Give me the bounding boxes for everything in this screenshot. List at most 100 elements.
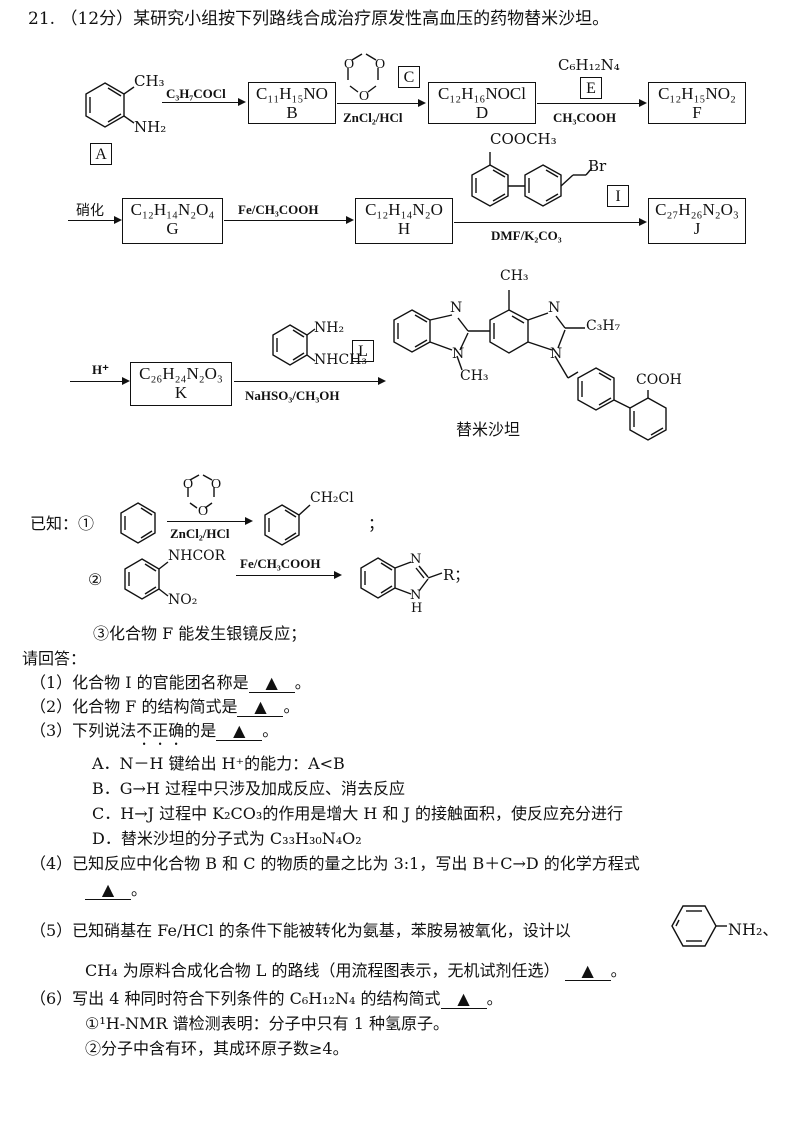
- nh2-label: NH₂: [314, 320, 345, 336]
- label: B: [286, 103, 298, 122]
- formula: C₁₂H₁₄N₂O: [365, 200, 443, 219]
- svg-text:O: O: [375, 57, 385, 72]
- aniline-structure: [671, 905, 727, 947]
- compound-i-structure: [471, 152, 593, 207]
- label-i: I: [607, 185, 629, 207]
- label: G: [166, 219, 179, 238]
- q3-emphasis: 不正确: [136, 721, 185, 740]
- question-5: （5）已知硝基在 Fe/HCl 的条件下能被转化为氨基，苯胺易被氧化，设计以: [30, 921, 571, 940]
- answer-blank[interactable]: ▲: [216, 721, 263, 741]
- label: J: [693, 219, 701, 238]
- known-r1-reagent: ZnCl₂/HCl: [170, 526, 230, 541]
- reagent-h-j: DMF/K₂CO₃: [491, 228, 562, 243]
- period: 。: [610, 961, 627, 980]
- known-r3: ③化合物 F 能发生银镜反应；: [93, 624, 307, 643]
- cooh-label: COOH: [636, 372, 682, 388]
- n-label: N: [548, 300, 561, 316]
- q1-text: （1）化合物 I 的官能团名称是: [30, 673, 249, 692]
- svg-text:O: O: [344, 57, 354, 72]
- label-c: C: [398, 66, 420, 88]
- option-c: C．H→J 过程中 K₂CO₃的作用是增大 H 和 J 的接触面积，使反应充分进…: [92, 804, 624, 823]
- n-label: N: [410, 552, 422, 567]
- label-l: L: [352, 340, 374, 362]
- period: 。: [131, 880, 148, 899]
- question-2: （2）化合物 F 的结构简式是▲。: [30, 693, 299, 717]
- known-r2-num: ②: [88, 570, 103, 589]
- reagent-k-product: NaHSO₃/CH₃OH: [245, 388, 340, 403]
- q5-text: CH₄ 为原料合成化合物 L 的路线（用流程图表示，无机试剂任选）: [85, 961, 560, 980]
- label: H: [397, 219, 411, 238]
- q2-text: （2）化合物 F 的结构简式是: [30, 697, 238, 716]
- arrow: [167, 517, 253, 525]
- formula: C₂₆H₂₄N₂O₃: [139, 364, 223, 383]
- nhch3-label: NHCH₃: [314, 352, 367, 368]
- arrow: [537, 99, 647, 107]
- methyl-label: CH₃: [500, 268, 529, 284]
- nitroanilide-structure: [124, 557, 443, 600]
- nh2-label: NH₂: [134, 118, 167, 136]
- nhcor-label: NHCOR: [168, 548, 226, 564]
- arrow: [224, 216, 354, 224]
- trioxane-structure: O O O: [344, 53, 385, 104]
- label: D: [475, 103, 489, 122]
- q6-text: （6）写出 4 种同时符合下列条件的 C₆H₁₂N₄ 的结构简式: [30, 989, 441, 1008]
- arrow: [68, 216, 122, 224]
- answer-blank[interactable]: ▲: [85, 880, 131, 900]
- reagent-b-d: ZnCl₂/HCl: [343, 110, 403, 125]
- reagent-a-b: C₃H₇COCl: [166, 86, 226, 101]
- n-methyl-label: CH₃: [460, 368, 489, 384]
- option-a: A．N－H 键给出 H⁺的能力：A<B: [92, 754, 345, 773]
- answer-blank[interactable]: ▲: [440, 989, 487, 1009]
- period: 。: [486, 989, 503, 1008]
- reagent-g-h: Fe/CH₃COOH: [238, 202, 319, 217]
- arrow: [70, 377, 130, 385]
- answer-blank[interactable]: ▲: [248, 673, 295, 693]
- arrow: [234, 377, 386, 385]
- aniline-nh2-label: NH₂、: [728, 920, 779, 939]
- h-label: H: [411, 601, 423, 616]
- q4-answer: ▲。: [85, 876, 147, 900]
- svg-text:O: O: [198, 504, 208, 519]
- compound-a-structure: [85, 82, 135, 128]
- period: 。: [294, 673, 311, 692]
- label-a: A: [90, 143, 112, 165]
- known-r2-reagent: Fe/CH₃COOH: [240, 556, 321, 571]
- ch3-label: CH₃: [134, 72, 165, 90]
- n-label: N: [550, 346, 563, 362]
- no2-label: NO₂: [168, 592, 198, 608]
- formula: C₁₁H₁₅NO: [256, 84, 328, 103]
- answer-blank[interactable]: ▲: [237, 697, 284, 717]
- question-title: 21. （12分）某研究小组按下列路线合成治疗原发性高血压的药物替米沙坦。: [28, 9, 610, 29]
- reagent-j-k: H⁺: [92, 362, 109, 377]
- telmisartan-structure: [393, 290, 667, 441]
- question-1: （1）化合物 I 的官能团名称是▲。: [30, 669, 311, 693]
- arrow: [454, 218, 647, 226]
- q3-text: （3）下列说法: [30, 721, 137, 740]
- svg-text:O: O: [359, 89, 369, 104]
- answer-blank[interactable]: ▲: [564, 961, 611, 981]
- option-d: D．替米沙坦的分子式为 C₃₃H₃₀N₄O₂: [92, 829, 362, 848]
- propyl-label: C₃H₇: [586, 318, 621, 334]
- reagent-e-formula: C₆H₁₂N₄: [558, 56, 620, 74]
- n-label: N: [452, 346, 465, 362]
- period: 。: [283, 697, 300, 716]
- reagent-d-f: CH₃COOH: [553, 110, 617, 125]
- label: K: [174, 383, 188, 402]
- known-intro: 已知：①: [30, 514, 95, 533]
- q6-condition-1: ①¹H-NMR 谱检测表明：分子中只有 1 种氢原子。: [85, 1014, 449, 1033]
- reagent-f-g: 硝化: [76, 203, 104, 219]
- question-3: （3）下列说法不正确的是▲。: [30, 717, 278, 749]
- question-6: （6）写出 4 种同时符合下列条件的 C₆H₁₂N₄ 的结构简式▲。: [30, 985, 503, 1009]
- product-name: 替米沙坦: [456, 420, 521, 439]
- q3-text: 的是: [184, 721, 217, 740]
- questions-intro: 请回答：: [22, 649, 87, 668]
- option-b: B．G→H 过程中只涉及加成反应、消去反应: [92, 779, 405, 798]
